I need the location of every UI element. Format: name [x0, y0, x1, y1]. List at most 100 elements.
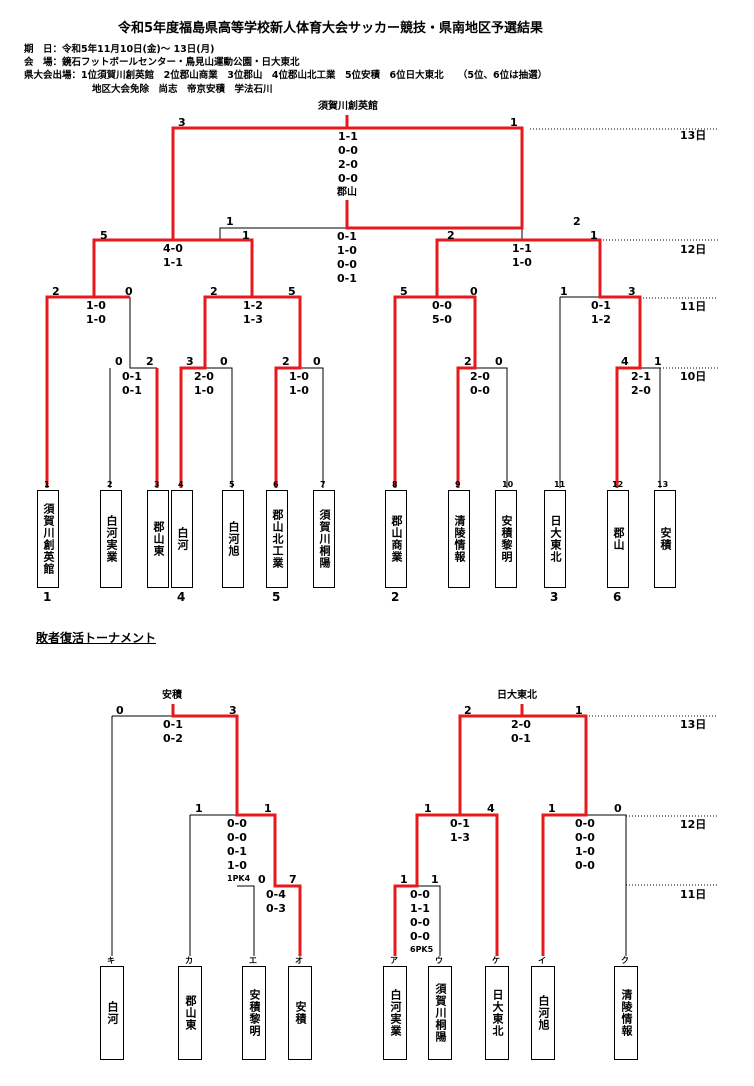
- day-label-13-cons: 13日: [680, 718, 707, 731]
- score: 2-0: [470, 370, 490, 383]
- score: 1-1: [410, 902, 430, 915]
- seed-number: 8: [392, 480, 398, 489]
- team-box: 郡山商業: [385, 490, 407, 588]
- team-box: 郡山東: [178, 966, 202, 1060]
- champion-label: 須賀川創英館: [318, 101, 378, 112]
- rank: 4: [177, 590, 186, 604]
- team-box: 郡山東: [147, 490, 169, 588]
- goal: 0: [258, 873, 266, 886]
- goal: 1: [264, 802, 272, 815]
- goal: 2: [282, 355, 290, 368]
- score: 0-1: [591, 299, 611, 312]
- team-box: 須賀川創英館: [37, 490, 59, 588]
- team-code: イ: [538, 956, 546, 965]
- score: 0-1: [337, 272, 357, 285]
- team-code: カ: [185, 956, 193, 965]
- goal: 2: [464, 704, 472, 717]
- score: 0-0: [338, 172, 358, 185]
- goal: 1: [590, 229, 598, 242]
- score: 0-1: [337, 230, 357, 243]
- goal: 0: [220, 355, 228, 368]
- score: 0-1: [163, 718, 183, 731]
- score: 1-0: [289, 370, 309, 383]
- pk-score: 1PK4: [227, 874, 251, 883]
- score: 0-2: [163, 732, 183, 745]
- rank: 2: [391, 590, 400, 604]
- goal: 0: [614, 802, 622, 815]
- team-box: 日大東北: [485, 966, 509, 1060]
- goal: 0: [495, 355, 503, 368]
- goal: 1: [654, 355, 662, 368]
- team-box: 日大東北: [544, 490, 566, 588]
- goal: 3: [628, 285, 636, 298]
- page-title: 令和5年度福島県高等学校新人体育大会サッカー競技・県南地区予選結果: [118, 21, 544, 36]
- score: 0-0: [575, 831, 595, 844]
- team-box: 須賀川桐陽: [428, 966, 452, 1060]
- team-box: 白河旭: [531, 966, 555, 1060]
- goal: 5: [288, 285, 296, 298]
- goal: 4: [487, 802, 495, 815]
- seed-number: 7: [320, 480, 326, 489]
- date-line: 期 日：令和5年11月10日(金)～ 13日(月): [24, 44, 215, 55]
- score: 0-0: [575, 817, 595, 830]
- score: 0-1: [227, 845, 247, 858]
- goal: 1: [400, 873, 408, 886]
- exempt-line: 地区大会免除 尚志 帝京安積 学法石川: [92, 84, 273, 95]
- goal: 3: [186, 355, 194, 368]
- score: 0-0: [410, 930, 430, 943]
- goal: 0: [116, 704, 124, 717]
- score: 0-0: [227, 831, 247, 844]
- score: 0-0: [470, 384, 490, 397]
- goal: 0: [115, 355, 123, 368]
- team-box: 郡山: [607, 490, 629, 588]
- day-label-12: 12日: [680, 243, 707, 256]
- score: 0-1: [511, 732, 531, 745]
- goal: 2: [146, 355, 154, 368]
- score: 1-2: [243, 299, 263, 312]
- score: 0-1: [122, 384, 142, 397]
- goal: 2: [573, 215, 581, 228]
- score: 5-0: [432, 313, 452, 326]
- team-code: ウ: [435, 956, 443, 965]
- score: 1-2: [591, 313, 611, 326]
- score: 0-0: [410, 916, 430, 929]
- goal: 1: [226, 215, 234, 228]
- team-code: オ: [295, 956, 303, 965]
- seed-number: 2: [107, 480, 113, 489]
- score: 0-3: [266, 902, 286, 915]
- seed-number: 12: [612, 480, 624, 489]
- score: 0-0: [432, 299, 452, 312]
- team-box: 白河実業: [100, 490, 122, 588]
- day-label-12-cons: 12日: [680, 818, 707, 831]
- score: 0-1: [450, 817, 470, 830]
- goal: 0: [470, 285, 478, 298]
- score: 0-0: [338, 144, 358, 157]
- score: 2-0: [338, 158, 358, 171]
- day-label-11: 11日: [680, 300, 707, 313]
- score: 1-0: [512, 256, 532, 269]
- team-box: 安積黎明: [242, 966, 266, 1060]
- score: 1-1: [338, 130, 358, 143]
- goal: 0: [313, 355, 321, 368]
- seed-number: 4: [178, 480, 184, 489]
- goal: 1: [195, 802, 203, 815]
- seed-number: 10: [502, 480, 514, 489]
- score: 1-1: [512, 242, 532, 255]
- goal: 2: [447, 229, 455, 242]
- seed-number: 1: [44, 480, 50, 489]
- score: 1-3: [243, 313, 263, 326]
- goal: 1: [575, 704, 583, 717]
- score: 1-3: [450, 831, 470, 844]
- goal: 2: [464, 355, 472, 368]
- rank: 5: [272, 590, 281, 604]
- score: 2-0: [194, 370, 214, 383]
- team-box: 安積: [288, 966, 312, 1060]
- team-code: エ: [249, 956, 257, 965]
- cons-right-winner: 日大東北: [497, 690, 537, 701]
- team-code: ア: [390, 956, 398, 965]
- team-code: ケ: [492, 956, 500, 965]
- team-box: 清陵情報: [614, 966, 638, 1060]
- team-box: 白河: [171, 490, 193, 588]
- goal: 0: [125, 285, 133, 298]
- team-code: キ: [107, 956, 115, 965]
